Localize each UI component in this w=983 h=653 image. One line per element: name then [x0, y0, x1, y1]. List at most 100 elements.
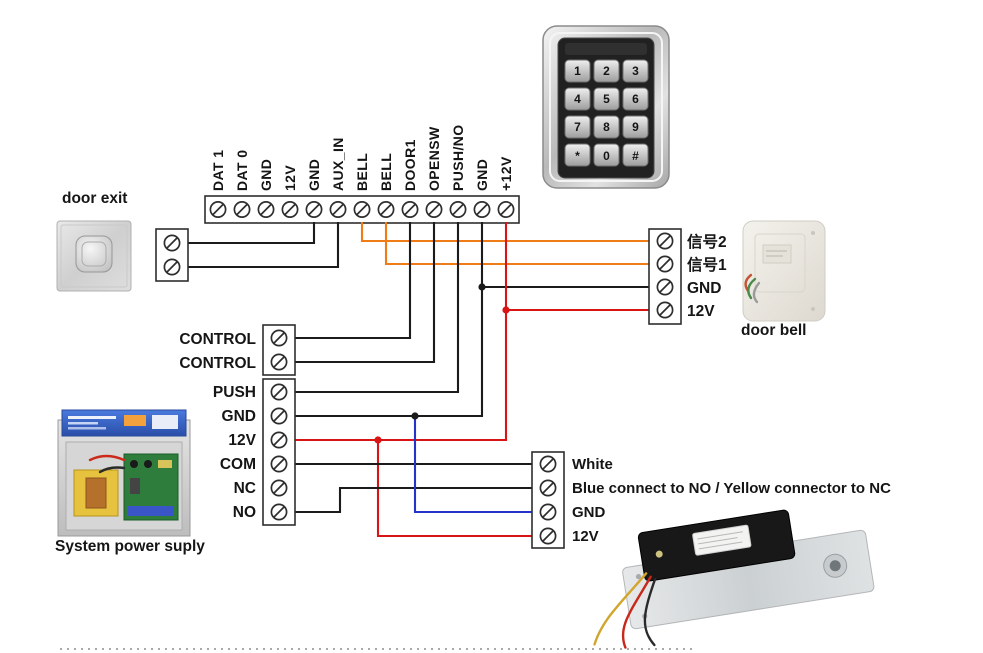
- terminal-screw: [656, 232, 674, 250]
- psu-label-text-bar: [68, 416, 116, 419]
- terminal-label: GND: [258, 159, 274, 191]
- door-exit-terminal-block: [155, 228, 189, 282]
- wires: [186, 221, 651, 538]
- terminal-label: DAT 1: [210, 150, 226, 191]
- terminal-screw: [270, 353, 288, 371]
- key-3: [622, 59, 649, 83]
- bell-terminal-label: 信号2: [687, 232, 727, 251]
- bell-terminal-label: 信号1: [687, 255, 727, 274]
- lock-bolt-hole-inner: [829, 560, 841, 572]
- junction-dot: [374, 436, 382, 444]
- key-label: #: [632, 149, 639, 163]
- bell-terminal-label: GND: [687, 280, 721, 297]
- lock-terminal-label: 12V: [572, 528, 599, 545]
- lock-sticker-line: [698, 537, 738, 545]
- terminal-screw: [209, 201, 227, 218]
- wire-gnd-main: [293, 221, 484, 418]
- power-supply-image: [57, 409, 191, 537]
- wire-pushno-to-push: [293, 221, 460, 394]
- lock-terminal-label: White: [572, 456, 613, 473]
- door-bell-terminal-block: 信号2 信号1 GND 12V: [648, 228, 727, 325]
- wire-bell-to-signal1: [384, 221, 651, 266]
- key-9: [622, 115, 649, 139]
- door-bell: 信号2 信号1 GND 12V door bell: [648, 220, 826, 339]
- terminal-screw: [270, 503, 288, 521]
- key-label: 7: [574, 120, 581, 134]
- wire-door1-to-control: [293, 221, 412, 340]
- terminal-screw: [656, 301, 674, 319]
- key-label: 3: [632, 64, 639, 78]
- lock-terminal-block: White Blue connect to NO / Yellow connec…: [531, 451, 891, 549]
- lock-terminal-label: GND: [572, 504, 606, 521]
- key-0: [593, 143, 620, 167]
- terminal-label: GND: [306, 159, 322, 191]
- psu-label-text-bar: [68, 422, 98, 425]
- terminal-screw: [425, 201, 443, 218]
- terminal-screw: [539, 455, 557, 473]
- psu-label-text-bar: [68, 427, 106, 430]
- key-7: [564, 115, 591, 139]
- keypad-led-window: [565, 43, 647, 55]
- terminal-screw: [473, 201, 491, 218]
- keypad-image: 1 2 3 4 5 6 7 8 9 * 0 #: [542, 25, 670, 189]
- lock-sticker-line: [698, 541, 743, 550]
- key-label: 5: [603, 92, 610, 106]
- bell-screw-hole: [811, 231, 815, 235]
- wire-gnd-to-lock: [413, 414, 534, 514]
- terminal-label: BELL: [354, 153, 370, 191]
- terminal-label: GND: [474, 159, 490, 191]
- power-terminal-label: 12V: [228, 432, 256, 449]
- key-6: [622, 87, 649, 111]
- psu-capacitor: [144, 460, 152, 468]
- keypad-bevel: [549, 32, 663, 182]
- terminal-screw: [305, 201, 323, 218]
- key-label: 0: [603, 149, 610, 163]
- terminal-screw: [656, 255, 674, 273]
- bell-panel: [754, 233, 806, 293]
- lock-terminal-label: Blue connect to NO / Yellow connector to…: [572, 480, 891, 497]
- terminal-screw: [377, 201, 395, 218]
- wire-no-to-lock-blue: [293, 486, 534, 514]
- control-label: CONTROL: [179, 355, 256, 372]
- bell-sticker: [762, 244, 792, 264]
- key-8: [593, 115, 620, 139]
- door-exit-plate-inner: [60, 224, 128, 288]
- terminal-label: DOOR1: [402, 139, 418, 191]
- psu-component: [158, 460, 172, 468]
- door-exit-label: door exit: [62, 190, 127, 207]
- power-terminal-label: PUSH: [213, 384, 256, 401]
- psu-terminal-row: [128, 506, 174, 516]
- bell-screw-hole: [811, 307, 815, 311]
- terminal-screw: [656, 278, 674, 296]
- door-exit-button-ring: [81, 241, 107, 267]
- wire-door-exit-to-gnd: [186, 221, 316, 245]
- junction-dot: [411, 412, 419, 420]
- psu-wire-red: [88, 454, 126, 462]
- psu-component: [130, 478, 140, 494]
- terminal-screw: [281, 201, 299, 218]
- power-terminal-label: NC: [234, 480, 256, 497]
- wire-12v-to-lock: [376, 438, 534, 538]
- control-terminal-block: CONTROL CONTROL: [179, 324, 296, 376]
- terminal-screw: [539, 527, 557, 545]
- key-hash: [622, 143, 649, 167]
- terminal-screw: [233, 201, 251, 218]
- bell-wire-gray: [752, 281, 761, 304]
- bell-terminal-label: 12V: [687, 303, 715, 320]
- power-terminal-label: NO: [233, 504, 256, 521]
- key-star: [564, 143, 591, 167]
- terminal-screw: [329, 201, 347, 218]
- terminal-screw: [353, 201, 371, 218]
- bolt-lock-image: [593, 509, 875, 649]
- junction-dot: [502, 306, 510, 314]
- lock-wire-yellow: [593, 572, 648, 646]
- terminal-screw: [163, 234, 181, 252]
- key-5: [593, 87, 620, 111]
- lock-sticker-line: [697, 531, 743, 540]
- door-bell-image: [742, 220, 826, 322]
- power-terminal-label: GND: [222, 408, 256, 425]
- terminal-screw: [163, 258, 181, 276]
- terminal-screw: [270, 407, 288, 425]
- key-label: 6: [632, 92, 639, 106]
